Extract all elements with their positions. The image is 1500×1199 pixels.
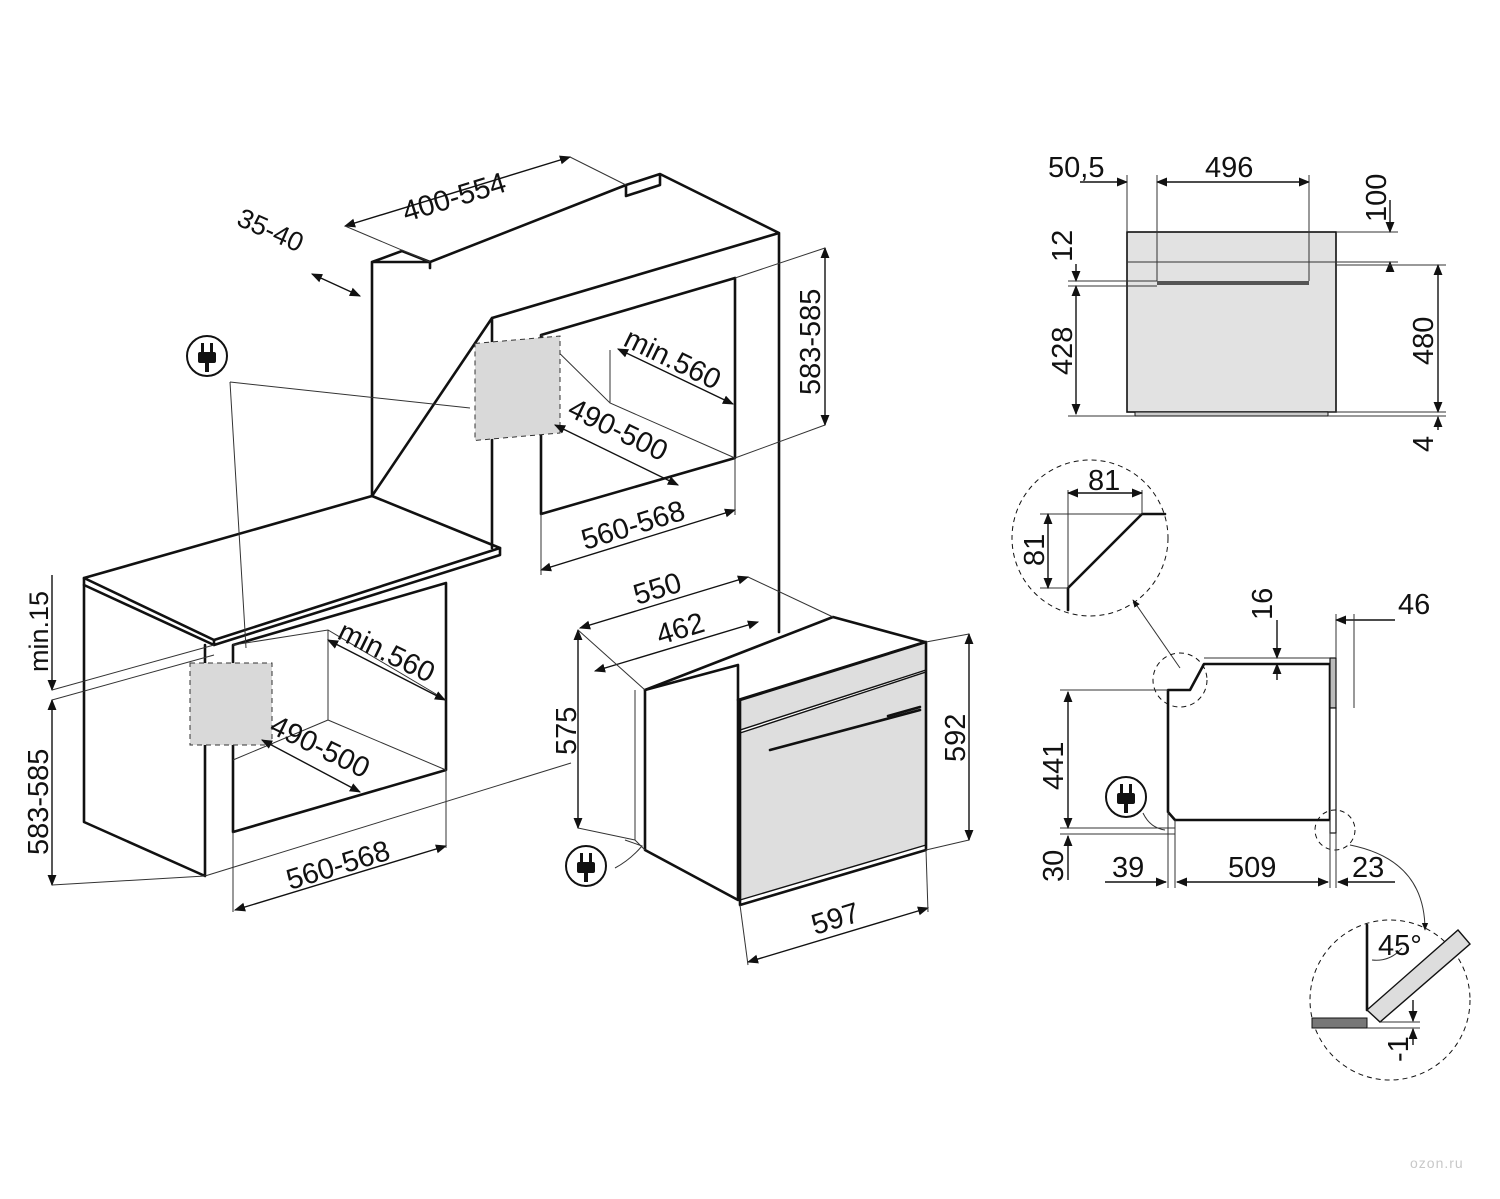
outlet-area-lower — [189, 662, 273, 746]
dim-side-bottom: 30 — [1038, 850, 1070, 882]
dim-base-gap: min.15 — [24, 591, 54, 672]
base-cabinet — [82, 494, 572, 878]
power-plug-icon — [565, 845, 607, 887]
dim-upper-height: 490-500 — [563, 393, 673, 468]
oven-front-view — [1068, 175, 1446, 430]
dim-oven-depth-body: 462 — [653, 607, 709, 652]
dim-side-top: 16 — [1247, 588, 1279, 620]
dim-side-front: 23 — [1352, 852, 1384, 884]
dim-front-total: 480 — [1408, 317, 1440, 365]
oven-side-view — [1060, 614, 1429, 931]
dim-column-height: 583-585 — [795, 289, 827, 395]
dim-chamfer-height: 81 — [1019, 534, 1051, 566]
dim-front-offset: 50,5 — [1048, 152, 1104, 184]
dim-side-height: 441 — [1038, 742, 1070, 790]
dim-back-gap: 35-40 — [233, 203, 308, 258]
dim-oven-height-front: 592 — [940, 714, 972, 762]
dim-oven-depth-total: 550 — [630, 567, 686, 612]
chamfer-detail — [1011, 459, 1181, 669]
dim-front-door: 428 — [1047, 327, 1079, 375]
outlet-area-upper — [474, 335, 561, 441]
power-plug-icon — [1105, 776, 1147, 818]
dim-lower-height: 490-500 — [265, 710, 375, 785]
dim-front-handle-width: 496 — [1205, 152, 1253, 184]
dim-lower-width: 560-568 — [283, 835, 394, 897]
dim-recess-depth: 400-554 — [399, 167, 510, 229]
bevel-detail — [1309, 919, 1471, 1081]
dim-chamfer-width: 81 — [1088, 465, 1120, 497]
dim-side-door: 46 — [1398, 589, 1430, 621]
dim-upper-width: 560-568 — [578, 495, 689, 557]
dim-base-height: 583-585 — [23, 749, 55, 855]
dim-oven-height-body: 575 — [551, 707, 583, 755]
dim-front-bottom: 4 — [1408, 436, 1440, 452]
dim-bevel-angle: 45° — [1378, 930, 1422, 962]
dim-upper-depth: min.560 — [619, 323, 726, 397]
iso-dimension-lines — [47, 155, 974, 966]
oven-isometric — [614, 615, 928, 907]
dim-oven-width-front: 597 — [808, 897, 864, 942]
dim-front-top: 100 — [1361, 174, 1393, 222]
watermark: ozon.ru — [1410, 1155, 1464, 1171]
dim-bevel-offset: -1 — [1383, 1036, 1415, 1062]
power-plug-icon — [186, 335, 228, 377]
dim-side-depth: 509 — [1228, 852, 1276, 884]
dim-lower-depth: min.560 — [333, 616, 440, 690]
dim-front-handle-gap: 12 — [1047, 230, 1079, 262]
dim-side-rear: 39 — [1112, 852, 1144, 884]
